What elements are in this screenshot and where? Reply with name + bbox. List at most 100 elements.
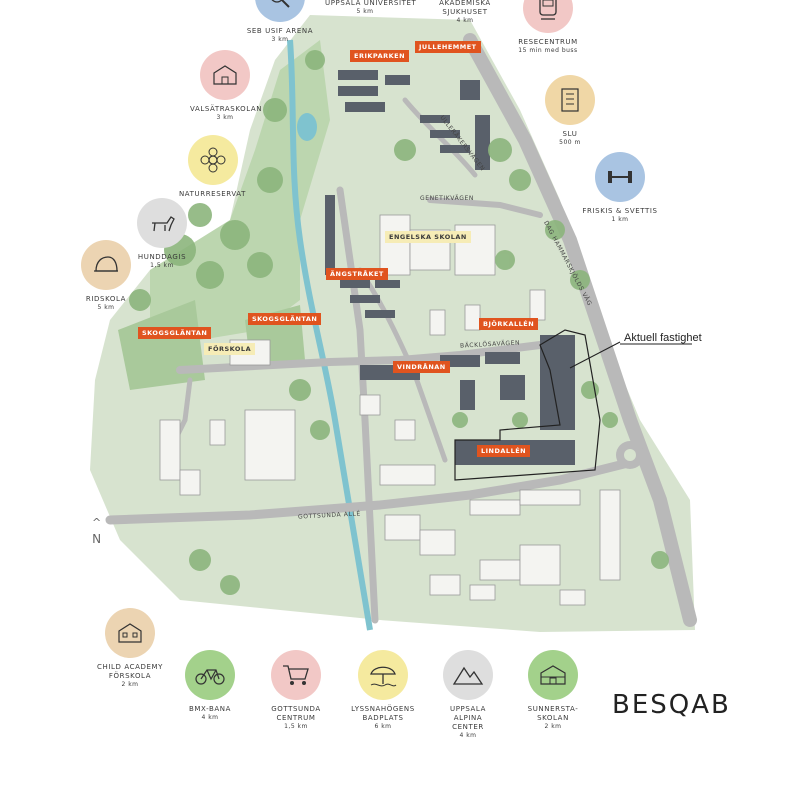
poi-name: SLU (562, 130, 578, 138)
poi-distance: 1 km (611, 216, 629, 223)
poi-distance: 4 km (459, 732, 477, 739)
poi-name: RIDSKOLA (85, 295, 127, 303)
poi-distance: 3 km (271, 36, 289, 43)
poi-akad: AKADEMISKA SJUKHUSET 4 km (425, 0, 505, 25)
mountain-icon (452, 666, 484, 685)
poi-bmx: BMX-BANA 4 km (175, 650, 245, 722)
poi-name: SUNNERSTA-SKOLAN (527, 705, 579, 722)
poi-name: CHILD ACADEMY FÖRSKOLA (96, 663, 163, 680)
poi-alpin: UPPSALA ALPINA CENTER 4 km (428, 650, 508, 740)
poi-name: UPPSALA ALPINA CENTER (450, 705, 486, 731)
property-label: Aktuell fastighet (624, 332, 702, 344)
label-skogsglantan-west: SKOGSGLÄNTAN (138, 327, 212, 339)
poi-circle (271, 650, 321, 700)
poi-name: AKADEMISKA SJUKHUSET (439, 0, 491, 16)
label-angstraket: ÄNGSTRÅKET (326, 268, 388, 280)
poi-distance: 500 m (559, 139, 581, 146)
poi-uu: UPPSALA UNIVERSITET 5 km (325, 0, 417, 16)
poi-distance: 4 km (456, 17, 474, 24)
poi-circle (545, 75, 595, 125)
preschool-icon (118, 623, 142, 643)
shopping-cart-icon (283, 665, 309, 685)
tree-clusters (129, 50, 669, 595)
poi-distance: 15 min med buss (518, 47, 578, 54)
poi-circle (358, 650, 408, 700)
label-forskola: FÖRSKOLA (204, 343, 256, 355)
poi-circle (187, 135, 238, 185)
poi-name: GOTTSUNDA CENTRUM (271, 705, 321, 722)
north-letter: N (92, 532, 102, 546)
poi-name: SEB USIF ARENA (246, 27, 314, 35)
poi-distance: 2 km (121, 681, 139, 688)
terraced-houses (325, 70, 575, 465)
dog-icon (152, 216, 175, 232)
river (287, 39, 373, 631)
poi-distance: 1,5 km (284, 723, 308, 730)
poi-rese: RESECENTRUM 15 min med buss (508, 0, 588, 55)
riding-helmet-icon (94, 256, 118, 272)
poi-circle (443, 650, 493, 700)
poi-friskis: FRISKIS & SVETTIS 1 km (575, 152, 665, 224)
poi-distance: 6 km (374, 723, 392, 730)
poi-circle (81, 240, 131, 290)
road-network (105, 33, 697, 627)
besqab-logo: BESQAB (612, 690, 731, 720)
poi-rid: RIDSKOLA 5 km (74, 240, 138, 312)
poi-circle (255, 0, 305, 22)
property-leader-line (569, 341, 621, 369)
poi-distance: 3 km (216, 114, 234, 121)
poi-sunner: SUNNERSTA-SKOLAN 2 km (513, 650, 593, 731)
poi-hund: HUNDDAGIS 1,5 km (127, 198, 197, 270)
poi-name: HUNDDAGIS (137, 253, 187, 261)
university-building-icon (561, 88, 579, 112)
roundabout-center (624, 449, 636, 461)
flower-icon (200, 147, 225, 173)
bicycle-icon (195, 669, 225, 685)
pond (297, 113, 317, 141)
label-eriksparken: ERIKPARKEN (350, 50, 410, 62)
school-icon (213, 65, 237, 85)
label-engelska-skolan: ENGELSKA SKOLAN (385, 231, 471, 243)
poi-name: UPPSALA UNIVERSITET (325, 0, 417, 7)
poi-distance: 4 km (201, 714, 219, 721)
poi-name: NATURRESERVAT (178, 190, 247, 198)
dumbbell-icon (608, 171, 632, 183)
poi-distance: 5 km (97, 304, 115, 311)
poi-gottsunda: GOTTSUNDA CENTRUM 1,5 km (261, 650, 331, 731)
poi-circle (595, 152, 645, 202)
label-jullehemmet: JULLEHEMMET (415, 41, 481, 53)
label-skogsglantan-east: SKOGSGLÄNTAN (248, 313, 322, 325)
label-vindranan: VINDRÅNAN (393, 361, 450, 373)
poi-circle (523, 0, 573, 33)
poi-name: LYSSNAHÖGENS BADPLATS (351, 705, 415, 722)
poi-circle (185, 650, 235, 700)
poi-seb: SEB USIF ARENA 3 km (245, 0, 315, 44)
poi-circle (528, 650, 578, 700)
poi-circle (137, 198, 187, 248)
poi-distance: 5 km (356, 8, 374, 15)
north-arrow-icon: ^ (92, 516, 102, 529)
poi-distance: 1,5 km (150, 262, 174, 269)
school-building-icon (540, 665, 566, 685)
poi-child: CHILD ACADEMY FÖRSKOLA 2 km (85, 608, 175, 689)
label-lindallen: LINDALLÉN (477, 445, 531, 457)
poi-valsatra: VALSÄTRASKOLAN 3 km (190, 50, 263, 122)
buildings (159, 214, 621, 606)
poi-lyss: LYSSNAHÖGENS BADPLATS 6 km (343, 650, 423, 731)
road-genetikvagen: GENETIKVÄGEN (420, 195, 474, 202)
train-icon (539, 0, 557, 20)
poi-circle (200, 50, 250, 100)
poi-distance: 2 km (544, 723, 562, 730)
north-indicator: ^ N (92, 516, 102, 547)
poi-slu: SLU 500 m (535, 75, 605, 147)
beach-umbrella-icon (370, 666, 397, 687)
poi-name: RESECENTRUM (518, 38, 578, 46)
poi-natur: NATURRESERVAT (175, 135, 250, 199)
poi-name: VALSÄTRASKOLAN (190, 105, 263, 113)
poi-name: FRISKIS & SVETTIS (582, 207, 658, 215)
tennis-racket-icon (271, 0, 290, 8)
poi-circle (105, 608, 155, 658)
poi-name: BMX-BANA (189, 705, 231, 713)
property-outline (454, 329, 601, 481)
